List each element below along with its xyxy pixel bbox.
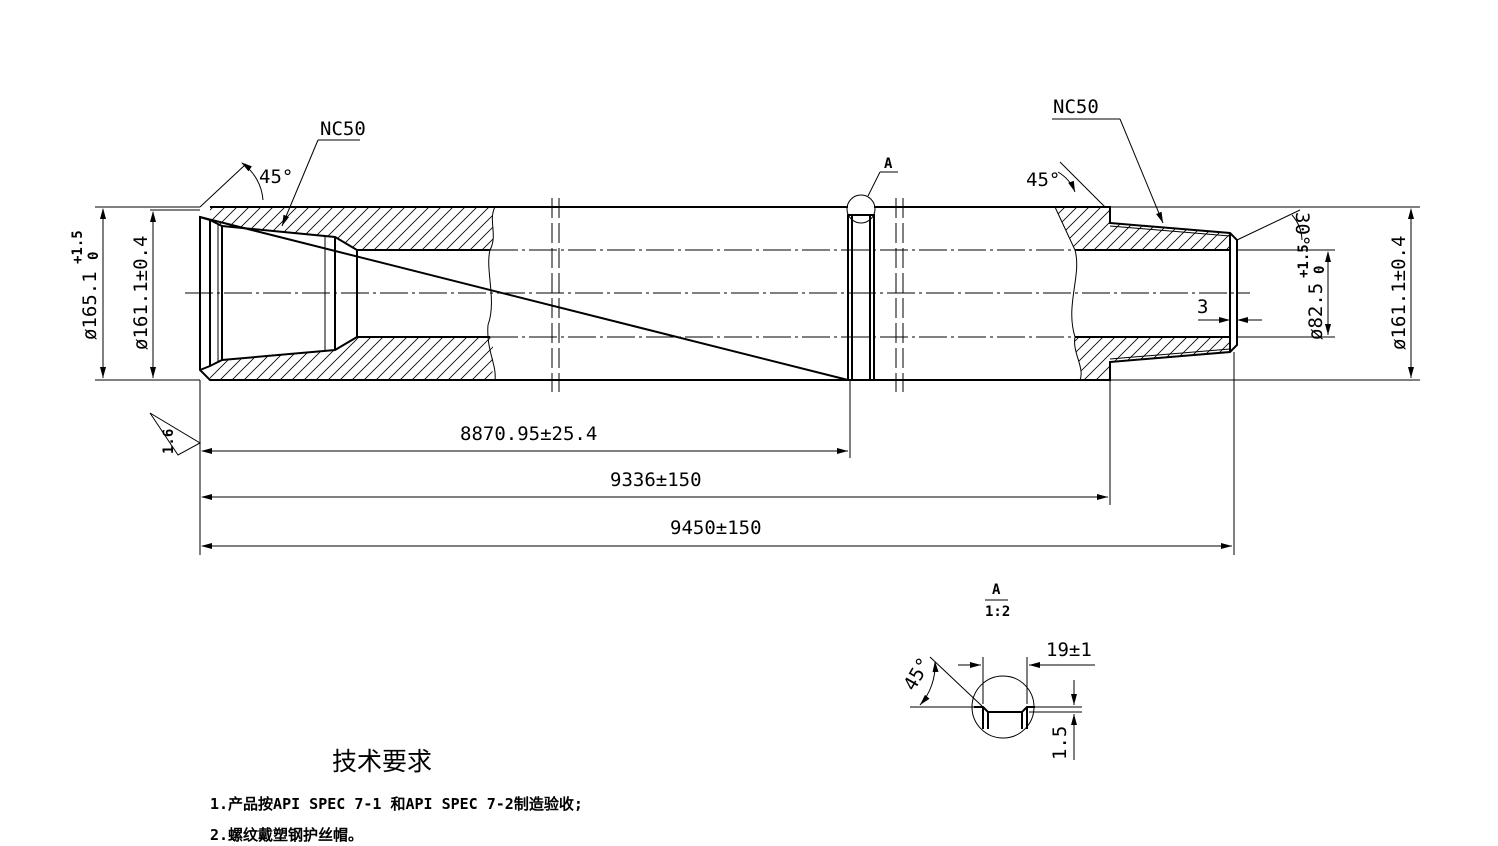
roughness-label: 1.6 [161,429,177,454]
hatch-box-bottom [210,337,495,380]
diameter-od-left-outer-tol-upper: +1.5 [70,230,86,264]
length-to-groove: 8870.95±25.4 [460,423,597,445]
thread-label-left: NC50 [320,118,366,140]
length-overall: 9450±150 [670,517,762,539]
chamfer-label-right: 45° [1026,169,1060,191]
detail-circle [846,194,876,224]
drill-pipe-view: NC50 45° A NC50 45° 30° ø165.1 +1.5 0 [70,96,1420,555]
chamfer-label-left: 45° [259,166,293,188]
shaft-break-right [895,198,904,392]
detail-angle: 45° [899,654,935,695]
diameter-od-left-outer: ø165.1 [79,271,101,340]
length-to-shoulder: 9336±150 [610,469,702,491]
box-bore [199,216,490,371]
pin-offset-label: 3 [1197,296,1208,318]
section-mark-label: A [884,156,893,172]
detail-a-view: A 1:2 19±1 1.5 45° [899,582,1095,760]
technical-requirements: 技术要求 1.产品按API SPEC 7-1 和API SPEC 7-2制造验收… [210,747,583,844]
hatch-pin-bottom [1074,337,1230,380]
chamfer-label-pin: 30° [1291,212,1313,246]
groove [847,214,875,381]
detail-scale: 1:2 [985,604,1010,620]
diameter-pin: ø82.5 [1305,283,1327,340]
diameter-pin-tol-upper: +1.5 [1296,244,1312,278]
detail-depth: 1.5 [1049,726,1071,760]
detail-width: 19±1 [1046,639,1092,661]
notes-title: 技术要求 [332,747,432,776]
diameter-pin-tol-lower: 0 [1312,266,1328,274]
diameter-od-left: ø161.1±0.4 [130,236,152,350]
shaft-break-left [551,198,560,392]
thread-label-right: NC50 [1053,96,1099,118]
diameter-od-left-outer-tol-lower: 0 [86,252,102,260]
note-item-1: 1.产品按API SPEC 7-1 和API SPEC 7-2制造验收; [210,795,583,813]
roughness-symbol: 1.6 [149,412,202,456]
detail-name: A [992,582,1001,598]
hatch-box-top [210,207,495,250]
note-item-2: 2.螺纹戴塑钢护丝帽。 [210,826,363,844]
diameter-od-right: ø161.1±0.4 [1388,236,1410,350]
